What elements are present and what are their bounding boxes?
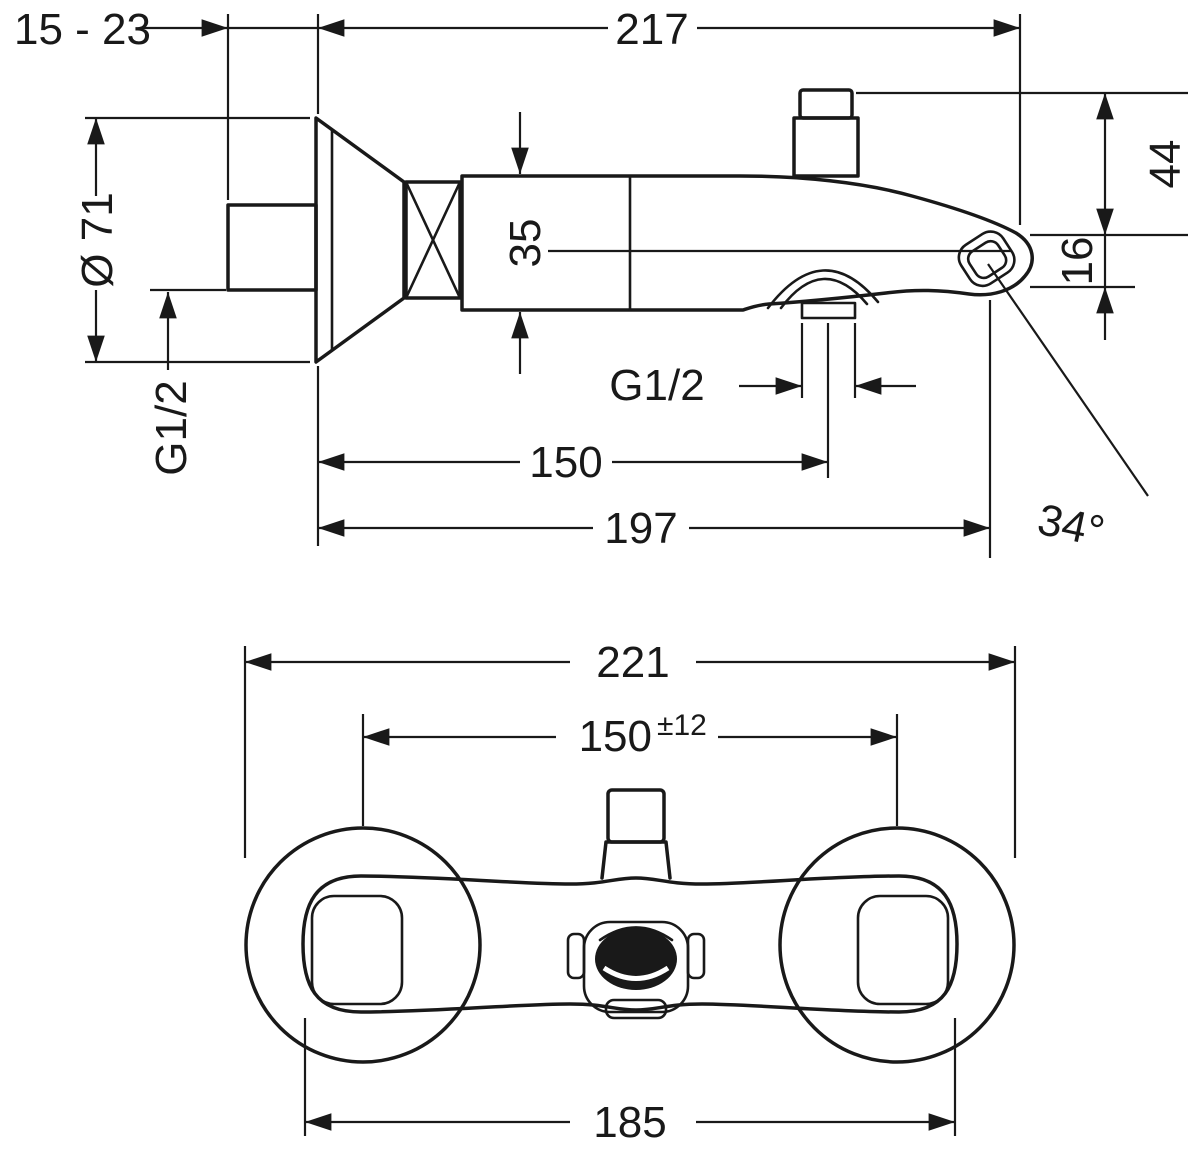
dim-shower-outlet-thread-label: G1/2 [609, 361, 704, 410]
spout-ear-right [686, 932, 706, 980]
right-handle-plate [856, 894, 950, 1006]
spout-top-arc [598, 926, 674, 942]
dim-escutcheon-diameter: Ø 71 [73, 118, 122, 362]
dim-spout-reach: 197 [318, 504, 990, 553]
diverter-knob-front [606, 788, 666, 844]
diverter-base-front [600, 840, 672, 880]
spout-aerator-face [966, 239, 1008, 280]
dim-overall-depth: 217 [318, 5, 1020, 54]
diverter-knob [798, 88, 854, 120]
dim-body-width: 185 [305, 1098, 955, 1147]
dim-connection-tolerance-label: ±12 [657, 709, 707, 742]
dim-body-width-label: 185 [593, 1098, 666, 1147]
inlet-union [226, 203, 318, 292]
union-nut [404, 180, 462, 300]
dim-escutcheon-diameter-label: Ø 71 [73, 192, 122, 287]
front-view: 221 150 ±12 185 [243, 638, 1017, 1147]
escutcheon-cone [314, 116, 406, 364]
diverter-dome-inner [779, 277, 869, 310]
dim-spout-angle-label: 34° [1033, 495, 1108, 557]
diverter-base [792, 116, 860, 178]
dim-body-height: 35 [501, 112, 550, 374]
left-handle-plate [310, 894, 404, 1006]
dim-connection-distance: 150 ±12 [363, 709, 897, 761]
dim-shower-outlet-depth-label: 150 [529, 438, 602, 487]
side-view-extension-lines [85, 14, 1188, 558]
dim-overall-width: 221 [244, 638, 1015, 687]
dim-connection-distance-label: 150 [579, 712, 652, 761]
dim-outlet-height: 16 [1053, 235, 1114, 340]
shower-outlet-stub [800, 301, 857, 320]
spout-ear-left [566, 932, 586, 980]
dim-body-height-label: 35 [501, 219, 550, 268]
dim-shower-outlet-depth: 150 [318, 438, 828, 487]
angle-line [987, 263, 1149, 497]
left-escutcheon [244, 826, 482, 1064]
spout-underside [604, 998, 668, 1020]
dim-spout-angle: 34° [987, 263, 1149, 557]
dim-outlet-height-label: 16 [1053, 237, 1102, 286]
nut-hatch [404, 180, 462, 300]
dim-inlet-thread: G1/2 [147, 292, 196, 476]
dim-wall-distance-label: 15 - 23 [14, 5, 151, 54]
right-escutcheon [778, 826, 1016, 1064]
diverter-dome-outer [766, 269, 880, 310]
side-view-fixture [226, 88, 1034, 364]
dim-shower-outlet-thread: G1/2 [609, 361, 916, 410]
dim-height-to-outlet: 44 [1096, 93, 1190, 235]
front-view-fixture [244, 788, 1016, 1064]
spout-opening-highlight [602, 965, 670, 981]
front-view-extension-lines [243, 646, 1017, 1136]
side-view: 15 - 23 217 Ø 71 G1/2 35 44 [14, 5, 1190, 558]
dim-overall-depth-label: 217 [615, 5, 688, 54]
mixer-body-front [301, 874, 959, 1014]
spout-aerator-cap [957, 230, 1016, 288]
dim-inlet-thread-label: G1/2 [147, 380, 196, 475]
dim-overall-width-label: 221 [596, 638, 669, 687]
dim-wall-distance: 15 - 23 [14, 5, 318, 54]
dim-height-to-outlet-label: 44 [1141, 140, 1190, 189]
dim-spout-reach-label: 197 [604, 504, 677, 553]
